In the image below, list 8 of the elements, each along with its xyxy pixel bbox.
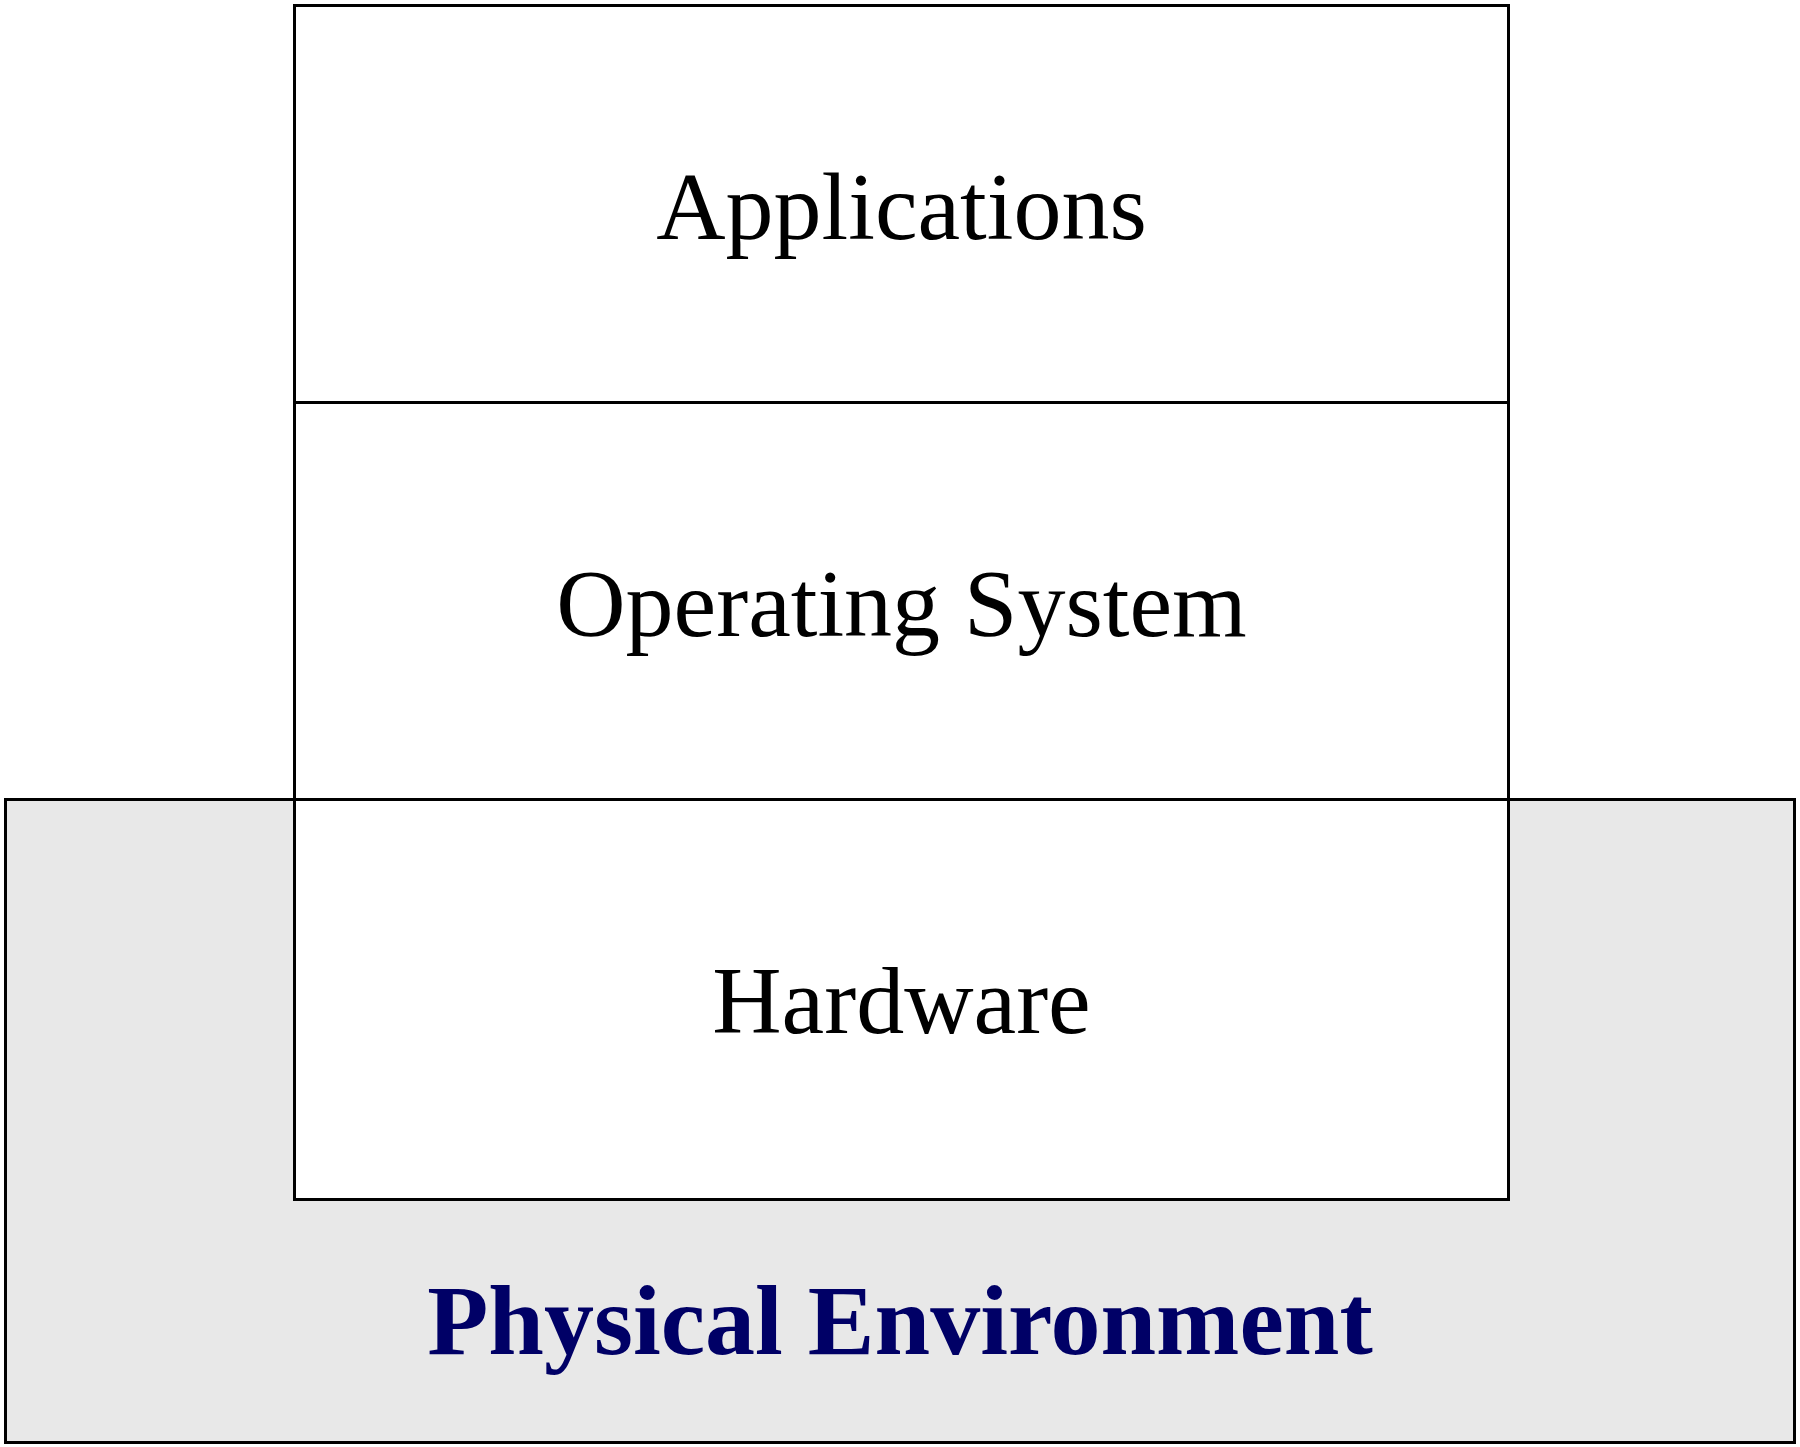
layer-box (293, 4, 1510, 404)
layer-label: Applications (656, 153, 1147, 261)
layer-box (293, 401, 1510, 801)
environment-label: Physical Environment (427, 1265, 1373, 1376)
environment-panel (4, 798, 1796, 1444)
layer-label: Hardware (712, 947, 1091, 1055)
layer-box (293, 798, 1510, 1201)
layer-label: Operating System (556, 550, 1247, 658)
